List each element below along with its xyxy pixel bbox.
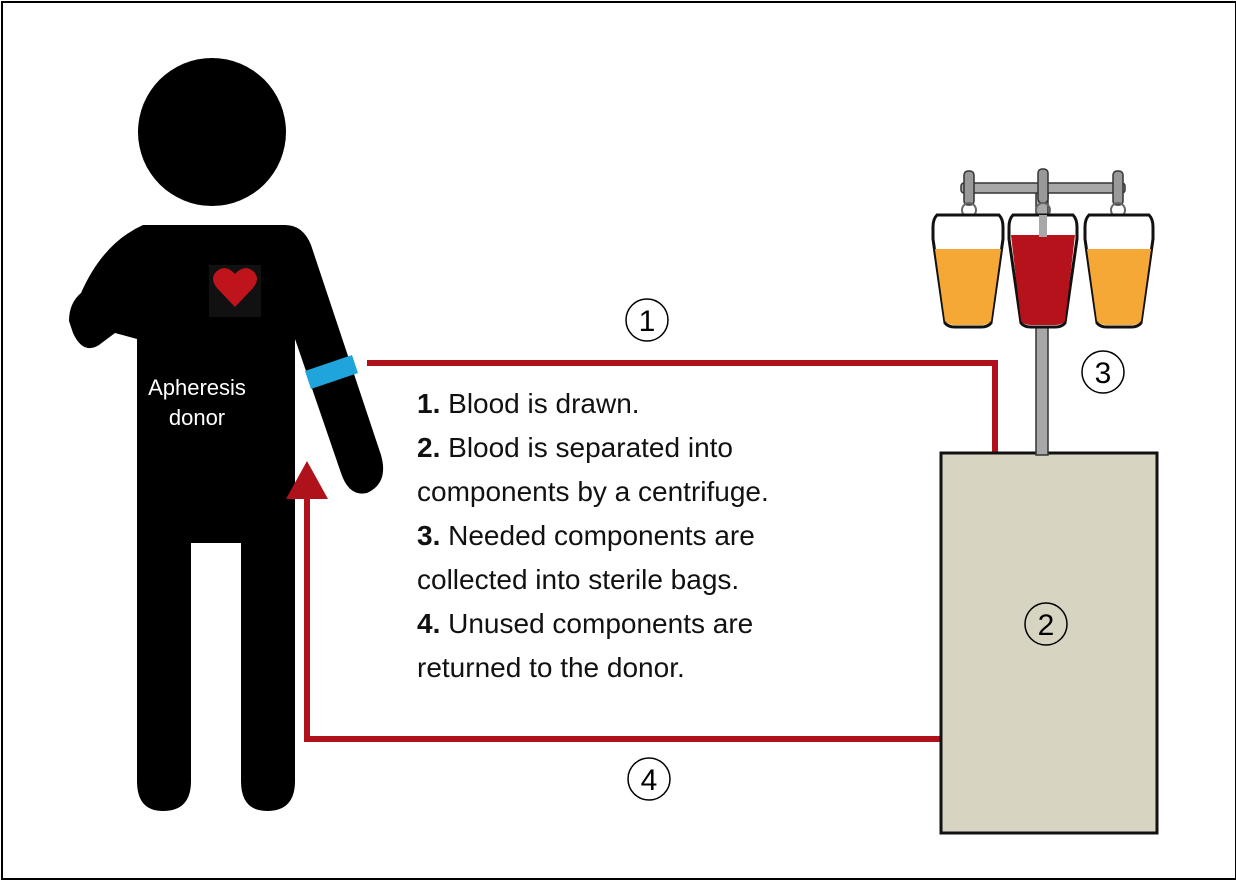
bag-plasma-left bbox=[933, 215, 1003, 327]
donor-head bbox=[138, 58, 286, 206]
centrifuge-machine bbox=[941, 453, 1157, 833]
step-4-continued: returned to the donor. bbox=[417, 646, 917, 690]
step-3: 3. Needed components are bbox=[417, 514, 917, 558]
donor-label-line1: Apheresis bbox=[148, 375, 246, 400]
marker-4: 4 bbox=[628, 758, 670, 800]
step-2: 2. Blood is separated into bbox=[417, 426, 917, 470]
steps-list: 1. Blood is drawn. 2. Blood is separated… bbox=[417, 382, 917, 690]
donor-label-line2: donor bbox=[169, 405, 225, 430]
marker-1-label: 1 bbox=[639, 305, 656, 338]
bag-red-cells-center bbox=[1009, 215, 1077, 327]
step-4: 4. Unused components are bbox=[417, 602, 917, 646]
step-1: 1. Blood is drawn. bbox=[417, 382, 917, 426]
marker-1: 1 bbox=[626, 299, 668, 341]
bag-plasma-right bbox=[1085, 215, 1153, 327]
marker-3-label: 3 bbox=[1095, 357, 1112, 390]
marker-3: 3 bbox=[1082, 351, 1124, 393]
marker-4-label: 4 bbox=[641, 764, 658, 797]
marker-2-label: 2 bbox=[1038, 609, 1055, 642]
step-2-continued: components by a centrifuge. bbox=[417, 470, 917, 514]
step-3-continued: collected into sterile bags. bbox=[417, 558, 917, 602]
donor-figure bbox=[69, 58, 383, 811]
